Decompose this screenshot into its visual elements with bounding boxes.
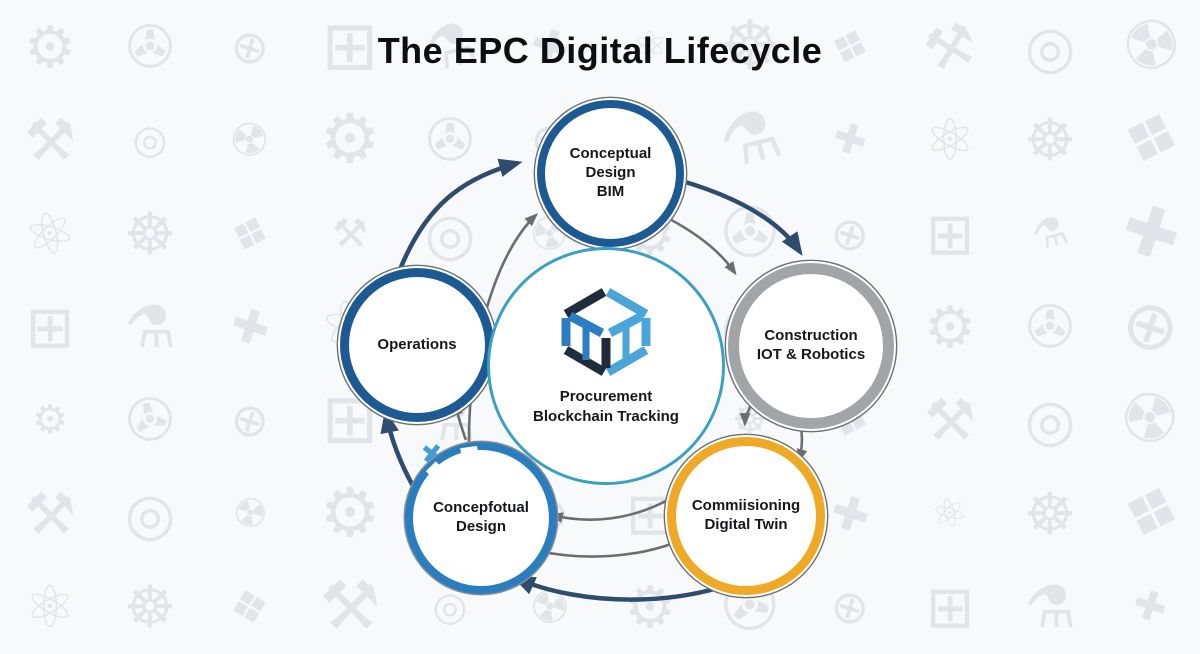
node-construction-iot-robotics-label: Construction IOT & Robotics: [756, 327, 866, 363]
curve-design-commissioning-middle: [537, 541, 675, 558]
node-procurement-blockchain: Procurement Blockchain Tracking: [487, 247, 725, 485]
background-equipment-icon: ⚛: [24, 573, 76, 642]
background-equipment-icon: ☸: [1024, 479, 1076, 548]
background-equipment-icon: ◎: [1024, 386, 1076, 455]
background-equipment-icon: ◎: [132, 117, 168, 164]
background-equipment-icon: ⚒: [24, 479, 76, 548]
node-operations-label: Operations: [377, 335, 457, 353]
node-construction-iot-robotics: Construction IOT & Robotics: [728, 263, 894, 429]
background-equipment-icon: ✇: [1025, 292, 1075, 361]
background-equipment-icon: ⚙: [32, 397, 68, 444]
background-equipment-icon: ☸: [124, 199, 176, 268]
node-operations: Operations: [340, 268, 494, 422]
arrow-conceptual-bim-to-construction: [663, 173, 803, 256]
background-equipment-icon: ⚙: [24, 12, 76, 81]
background-equipment-icon: ✇: [425, 106, 475, 175]
cube-edge: [563, 346, 607, 376]
background-equipment-icon: ◎: [432, 584, 468, 631]
blockchain-cube-logo: [561, 288, 651, 376]
background-equipment-icon: ◎: [1024, 12, 1076, 81]
cube-edge: [605, 288, 649, 318]
background-equipment-icon: ⚒: [24, 106, 76, 175]
ring-gap: [425, 461, 450, 485]
page-title: The EPC Digital Lifecycle: [377, 30, 823, 71]
background-equipment-icon: ⚙: [624, 573, 676, 642]
cube-edge: [605, 346, 649, 376]
node-procurement-blockchain-label: Procurement Blockchain Tracking: [533, 388, 679, 425]
background-equipment-icon: ⚒: [319, 567, 381, 647]
node-conceptual-design-bim-label: Conceptual Design BIM: [569, 145, 652, 200]
arrow-operations-to-conceptual-bim: [396, 158, 523, 273]
cube-edge: [563, 288, 607, 318]
background-equipment-icon: ⚗: [124, 292, 176, 361]
node-conceptual-design-bim: Conceptual Design BIM: [537, 100, 684, 247]
background-equipment-icon: ✇: [125, 12, 175, 81]
background-equipment-icon: ⚙: [319, 473, 381, 553]
background-equipment-icon: ☸: [124, 573, 176, 642]
node-commissioning-digital-twin: Commiisioning Digital Twin: [667, 437, 825, 595]
background-equipment-icon: ⚒: [332, 210, 368, 257]
cube-edge: [607, 312, 645, 337]
ring-gap: [460, 445, 479, 461]
background-equipment-icon: ☸: [1024, 106, 1076, 175]
ring-gap: [449, 563, 471, 582]
background-equipment-icon: ⚙: [319, 100, 381, 180]
background-equipment-icon: ⊞: [925, 199, 975, 268]
background-equipment-icon: ⚗: [1024, 573, 1076, 642]
arrow-design-to-operations: [380, 409, 415, 488]
background-equipment-icon: ⊞: [321, 6, 379, 86]
background-equipment-icon: ☸: [719, 6, 781, 86]
background-equipment-icon: ⚛: [632, 23, 668, 70]
node-conceptual-design: Concepfotual Design: [405, 442, 557, 594]
background-equipment-icon: ⚛: [924, 106, 976, 175]
background-equipment-icon: ⚙: [924, 292, 976, 361]
cube-edge: [567, 312, 605, 337]
background-equipment-icon: ◎: [124, 479, 176, 548]
background-equipment-icon: ⊞: [25, 292, 75, 361]
background-equipment-icon: ⊞: [925, 573, 975, 642]
arrow-inner-design-to-conceptual-bim: [467, 213, 538, 447]
node-commissioning-digital-twin-label: Commiisioning Digital Twin: [691, 497, 801, 533]
arrow-commissioning-to-design-upper: [549, 495, 674, 523]
node-conceptual-design-label: Concepfotual Design: [433, 499, 529, 535]
background-equipment-icon: ⚒: [924, 386, 976, 455]
